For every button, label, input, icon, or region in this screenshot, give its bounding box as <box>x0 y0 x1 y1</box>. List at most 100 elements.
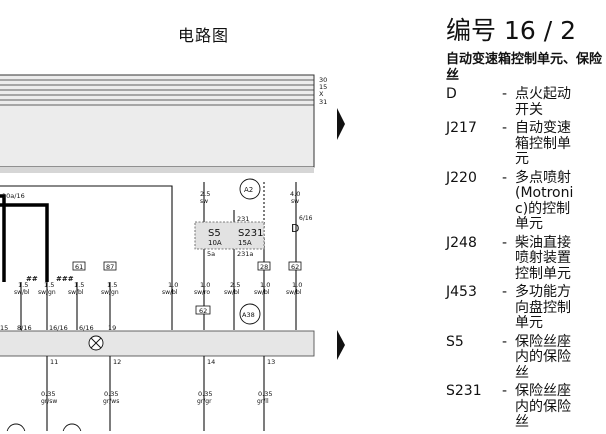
wire-label: 1.5 <box>44 281 54 289</box>
wire-label: sw/bl <box>254 289 270 296</box>
box-62b: 62 <box>199 307 207 315</box>
legend-panel: 编号 16 / 2 自动变速箱控制单元、保险丝 D - 点火起动开关 J217 … <box>446 14 604 434</box>
legend-dash: - <box>502 169 508 186</box>
wire-label: 1.0 <box>292 281 302 289</box>
box-61: 61 <box>75 263 83 271</box>
legend-desc: 多功能方向盘控制单元 <box>515 284 571 331</box>
fuse-block <box>194 221 265 250</box>
legend-dash: - <box>502 284 508 300</box>
legend-dash: - <box>502 234 508 251</box>
wire-thin-top <box>0 185 173 282</box>
wire-thick-2 <box>0 203 49 282</box>
wire-label: 1.0 <box>168 281 178 289</box>
box-62: 62 <box>291 263 299 271</box>
label-231: 231 <box>237 215 249 223</box>
wire-label: sw/bl <box>14 289 30 296</box>
wire-label: 2.5 <box>230 281 240 289</box>
wire-label: 1.0 <box>200 281 210 289</box>
wire-label: 1.5 <box>18 281 28 289</box>
bus-label-31: 31 <box>319 98 327 106</box>
pin-14: 14 <box>207 358 215 366</box>
pin-19: 19 <box>108 324 116 332</box>
wire-label: 0.35 <box>104 390 118 398</box>
wire-label: 0.35 <box>258 390 272 398</box>
legend-desc: 自动变速箱控制单元 <box>515 120 571 167</box>
legend-item: S5 - 保险丝座内的保险丝 <box>446 333 604 382</box>
wire-label: sw <box>200 198 208 205</box>
circle-a38: A38 <box>242 311 255 319</box>
fuse-s5-name: S5 <box>208 228 221 239</box>
arrow-right-icon <box>337 108 345 140</box>
marker-hash: ### <box>56 275 74 283</box>
legend-title: 自动变速箱控制单元、保险丝 <box>446 52 603 83</box>
legend-item: J217 - 自动变速箱控制单元 <box>446 120 604 168</box>
fuse-s231-name: S231 <box>238 228 263 239</box>
box-87: 87 <box>106 263 114 271</box>
wire-label: 1.5 <box>107 281 117 289</box>
pin-11: 11 <box>50 358 58 366</box>
wire-label: sw <box>291 198 299 205</box>
legend-code: J248 <box>446 234 477 251</box>
circuit-diagram: 30 15 X 31 10a/16 1.5 sw/bl 1.5 sw/gn 1.… <box>0 74 345 431</box>
fuse-s231-rating: 15A <box>238 239 252 247</box>
legend-dash: - <box>502 333 508 350</box>
legend-desc: 柴油直接喷射装置控制单元 <box>515 234 571 282</box>
wire-label: sw/bl <box>162 289 178 296</box>
legend-item: D - 点火起动开关 <box>446 86 604 118</box>
page-number: 编号 16 / 2 <box>446 16 576 45</box>
circle-a2: A2 <box>244 186 253 194</box>
legend-code: D <box>446 86 457 102</box>
wire-label: sw/bl <box>286 289 302 296</box>
legend-item: J248 - 柴油直接喷射装置控制单元 <box>446 234 604 283</box>
pin-15: 15 <box>0 324 8 332</box>
wire-label: sw/bl <box>68 289 84 296</box>
legend-item: J220 - 多点喷射(Motronic)的控制单元 <box>446 169 604 233</box>
legend-desc: 点火起动开关 <box>515 86 571 118</box>
bus-label-15: 15 <box>319 83 327 91</box>
pin-6-16: 6/16 <box>79 324 94 332</box>
wire-label: 2.5 <box>200 190 210 198</box>
wire-label: 0.35 <box>41 390 55 398</box>
pin-13: 13 <box>267 358 275 366</box>
wire-label: gr/ws <box>103 398 119 405</box>
box-28: 28 <box>260 263 268 271</box>
legend-code: S231 <box>446 383 482 399</box>
pin-12: 12 <box>113 358 121 366</box>
wire-label: sw/gn <box>38 289 56 296</box>
wire-label: sw/bl <box>224 289 240 296</box>
legend-code: J220 <box>446 169 477 186</box>
legend-dash: - <box>502 86 508 102</box>
legend-item: S231 - 保险丝座内的保险丝 <box>446 383 604 431</box>
connector-strip <box>0 330 315 357</box>
bus-label-x: X <box>319 90 324 98</box>
legend-desc: 多点喷射(Motronic)的控制单元 <box>515 169 574 232</box>
label-10a16: 10a/16 <box>2 192 25 200</box>
legend-dash: - <box>502 383 508 399</box>
label-231a: 231a <box>237 250 253 258</box>
wire-label: gr/sw <box>41 398 57 405</box>
legend-code: J217 <box>446 120 477 136</box>
wire-label: 1.0 <box>260 281 270 289</box>
wire-label: gr/ll <box>257 398 269 405</box>
fuse-s5-rating: 10A <box>208 239 222 247</box>
legend-code: J453 <box>446 284 477 300</box>
legend-desc: 保险丝座内的保险丝 <box>515 333 571 381</box>
wire-thick-1 <box>0 194 6 282</box>
label-6-16: 6/16 <box>299 215 313 222</box>
pin-8-16: 8/16 <box>17 324 32 332</box>
legend-dash: - <box>502 120 508 136</box>
wire-label: 1.5 <box>74 281 84 289</box>
label-d: D <box>291 222 299 235</box>
wire-label: 4.0 <box>290 190 300 198</box>
legend-code: S5 <box>446 333 464 350</box>
wire-label: sw/gn <box>101 289 119 296</box>
wire-label: 0.35 <box>198 390 212 398</box>
legend-item: J453 - 多功能方向盘控制单元 <box>446 284 604 332</box>
marker-hash: ## <box>26 275 38 283</box>
legend-list: D - 点火起动开关 J217 - 自动变速箱控制单元 J220 - 多点喷射(… <box>446 86 604 431</box>
bus-label-30: 30 <box>319 76 327 84</box>
legend-desc: 保险丝座内的保险丝 <box>515 383 571 430</box>
wire-label: gr/gr <box>197 398 212 405</box>
label-5a: 5a <box>207 250 215 258</box>
diagram-title: 电路图 <box>178 26 230 45</box>
